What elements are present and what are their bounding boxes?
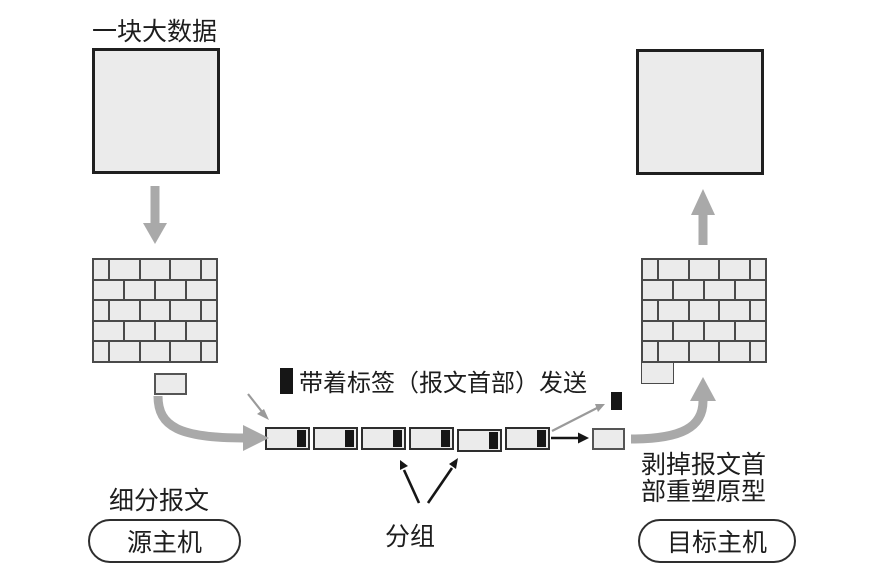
packet (361, 427, 406, 450)
brick (642, 259, 659, 280)
brick (735, 320, 766, 342)
header-tag-icon (280, 367, 293, 394)
send-curve-arrow (153, 395, 269, 451)
brick (749, 259, 766, 280)
big-data-block-destination (636, 49, 764, 175)
brick (673, 320, 704, 342)
wall-row (642, 300, 766, 321)
packet-header-tag-icon (297, 430, 306, 447)
brick (658, 300, 689, 321)
packet-row (265, 427, 555, 453)
brick (200, 300, 217, 321)
wall-row (642, 341, 766, 362)
brick (124, 279, 155, 301)
destination-action-line2: 部重塑原型 (641, 479, 767, 506)
brick (93, 300, 110, 321)
wall-row (93, 300, 217, 321)
wall-row (93, 279, 217, 301)
brick (642, 341, 659, 362)
brick (109, 341, 140, 362)
packet (409, 427, 454, 450)
transmit-arrow (551, 432, 589, 444)
reassemble-curve-arrow (630, 377, 716, 444)
wall-row (642, 259, 766, 280)
wall-row (93, 320, 217, 342)
brick (719, 259, 750, 280)
brick (155, 320, 186, 342)
brick (139, 259, 171, 280)
brick (200, 341, 217, 362)
brick (642, 300, 659, 321)
header-tag-stripped-icon (611, 392, 622, 410)
packets-label: 分组 (385, 524, 436, 551)
split-down-arrow (143, 186, 167, 244)
tag-pointer-arrow-source (247, 393, 269, 420)
brick (719, 300, 750, 321)
message-wall-source (92, 258, 218, 363)
brick (704, 279, 735, 301)
wall-row (93, 259, 217, 280)
legend: 带着标签（报文首部）发送 (280, 363, 587, 398)
brick (719, 341, 750, 362)
packet-pointer-arrow-left (400, 460, 421, 504)
message-fragment-destination (592, 428, 625, 450)
brick (749, 341, 766, 362)
brick (93, 320, 124, 342)
message-fragment-source (154, 373, 187, 395)
packet-header-tag-icon (537, 430, 546, 447)
brick (186, 320, 217, 342)
destination-action-label: 剥掉报文首 部重塑原型 (641, 452, 766, 506)
brick (170, 341, 201, 362)
destination-host-label: 目标主机 (666, 530, 767, 557)
packet-header-tag-icon (393, 430, 402, 447)
brick (658, 259, 689, 280)
brick (93, 259, 110, 280)
legend-label: 带着标签（报文首部）发送 (299, 371, 587, 397)
brick (688, 259, 720, 280)
brick (170, 259, 201, 280)
packet (457, 429, 502, 452)
packet-header-tag-icon (441, 430, 450, 447)
source-host-pill: 源主机 (88, 519, 241, 563)
brick (200, 259, 217, 280)
brick (749, 300, 766, 321)
destination-action-line1: 剥掉报文首 (641, 452, 767, 479)
packet-header-tag-icon (345, 430, 354, 447)
brick (186, 279, 217, 301)
wall-row (93, 341, 217, 362)
tag-pointer-arrow-destination (551, 404, 605, 432)
brick (170, 300, 201, 321)
packet (313, 427, 358, 450)
source-action-label: 细分报文 (109, 488, 210, 515)
packet (265, 427, 310, 450)
packet (505, 427, 550, 450)
rebuild-up-arrow (691, 189, 715, 245)
brick (688, 300, 720, 321)
big-data-block-source (92, 48, 220, 174)
brick (109, 300, 140, 321)
brick (139, 341, 171, 362)
brick (93, 279, 124, 301)
brick (735, 279, 766, 301)
destination-host-pill: 目标主机 (638, 519, 796, 563)
packet-pointer-arrow-right (426, 458, 458, 504)
brick (109, 259, 140, 280)
message-wall-destination (641, 258, 767, 363)
brick (155, 279, 186, 301)
brick (93, 341, 110, 362)
brick (642, 279, 673, 301)
brick (124, 320, 155, 342)
wall-extra-brick (641, 362, 674, 384)
brick (139, 300, 171, 321)
wall-row (642, 320, 766, 342)
brick (704, 320, 735, 342)
big-data-label: 一块大数据 (92, 19, 218, 46)
brick (658, 341, 689, 362)
source-host-label: 源主机 (126, 530, 202, 557)
packet-header-tag-icon (489, 432, 498, 449)
brick (673, 279, 704, 301)
brick (688, 341, 720, 362)
wall-row (642, 279, 766, 301)
brick (642, 320, 673, 342)
